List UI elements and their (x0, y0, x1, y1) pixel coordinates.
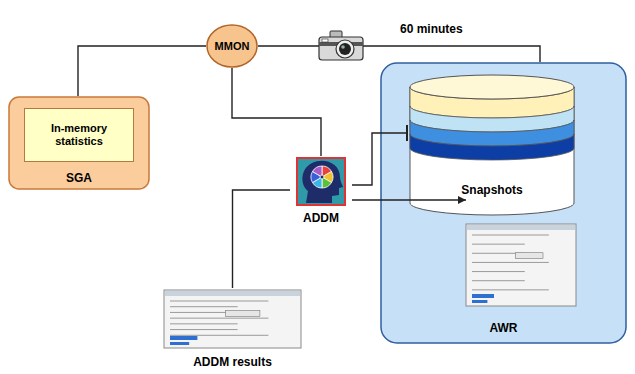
report-view: ADDM results (160, 288, 305, 372)
edge-label: 60 minutes (398, 22, 465, 36)
connector-line (78, 46, 206, 96)
connector-line (352, 133, 408, 185)
memory-area: SGA In-memory statistics (8, 96, 150, 190)
node-label: ADDM (303, 212, 339, 226)
connector-line (232, 68, 321, 156)
process-circle: MMON (206, 24, 258, 68)
connector-line (352, 199, 466, 200)
repository-box-outline (380, 62, 627, 344)
connector-line (233, 190, 291, 288)
node-label: MMON (215, 40, 250, 53)
screenshot-picture (164, 290, 301, 348)
snapshot-store: Snapshots (408, 74, 576, 216)
node-label: SGA (66, 172, 92, 186)
statistics-box: In-memory statistics (24, 108, 134, 162)
repository-box: AWR Snapshots (380, 62, 627, 344)
node-label: Snapshots (461, 184, 522, 198)
node-label: In-memory statistics (28, 122, 130, 147)
connector-line (258, 46, 540, 62)
screenshot-picture (466, 224, 576, 306)
advisor-icon: ADDM (290, 156, 352, 226)
camera-symbol (319, 31, 363, 60)
node-label: AWR (490, 322, 518, 336)
node-label: ADDM results (193, 356, 272, 370)
